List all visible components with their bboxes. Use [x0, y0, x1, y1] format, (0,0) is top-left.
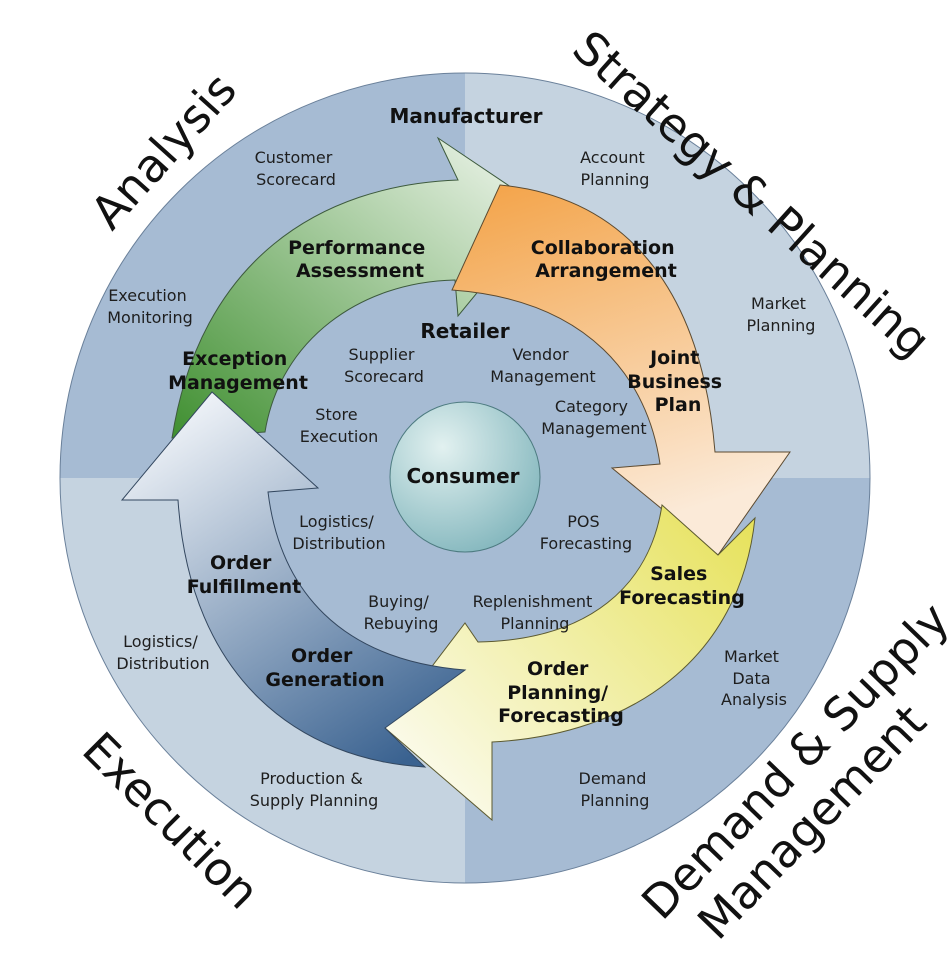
collaboration-arrangement-label: Collaboration Arrangement: [531, 237, 682, 282]
market-data-analysis-label: Market Data Analysis: [721, 647, 787, 709]
vendor-management-label: Vendor Management: [490, 345, 595, 386]
supplier-scorecard-label: Supplier Scorecard: [344, 345, 424, 386]
customer-scorecard-label: Customer Scorecard: [255, 148, 338, 189]
joint-business-plan-label: Joint Business Plan: [627, 347, 729, 416]
pos-forecasting-label: POS Forecasting: [540, 512, 632, 553]
order-fulfillment-label: Order Fulfillment: [187, 552, 301, 598]
market-planning-label: Market Planning: [747, 294, 816, 335]
account-planning-label: Account Planning: [580, 148, 650, 189]
retailer-label: Retailer: [420, 319, 509, 343]
order-generation-label: Order Generation: [265, 645, 384, 691]
sales-forecasting-label: Sales Forecasting: [619, 563, 745, 609]
buying-rebuying-label: Buying/ Rebuying: [364, 592, 439, 633]
manufacturer-label: Manufacturer: [389, 104, 542, 128]
inner-logistics-distribution-label: Logistics/ Distribution: [292, 512, 385, 553]
replenishment-planning-label: Replenishment Planning: [473, 592, 598, 633]
orange-arrow: [451, 184, 791, 556]
yellow-arrow: [384, 504, 756, 822]
consumer-circle: [389, 401, 541, 553]
performance-assessment-label: Performance Assessment: [288, 237, 432, 282]
consumer-label: Consumer: [406, 464, 519, 488]
demand-planning-label: Demand Planning: [579, 769, 652, 810]
execution-monitoring-label: Execution Monitoring: [107, 286, 193, 327]
category-management-label: Category Management: [541, 397, 646, 438]
blue-arrow: [120, 391, 467, 768]
order-planning-forecasting-label: Order Planning/ Forecasting: [498, 658, 624, 727]
production-supply-planning-label: Production & Supply Planning: [250, 769, 379, 810]
exception-management-label: Exception Management: [168, 348, 308, 394]
outer-circle-border: [59, 72, 871, 884]
store-execution-label: Store Execution: [300, 405, 379, 446]
outer-logistics-distribution-label: Logistics/ Distribution: [116, 632, 209, 673]
green-arrow: [171, 136, 546, 439]
